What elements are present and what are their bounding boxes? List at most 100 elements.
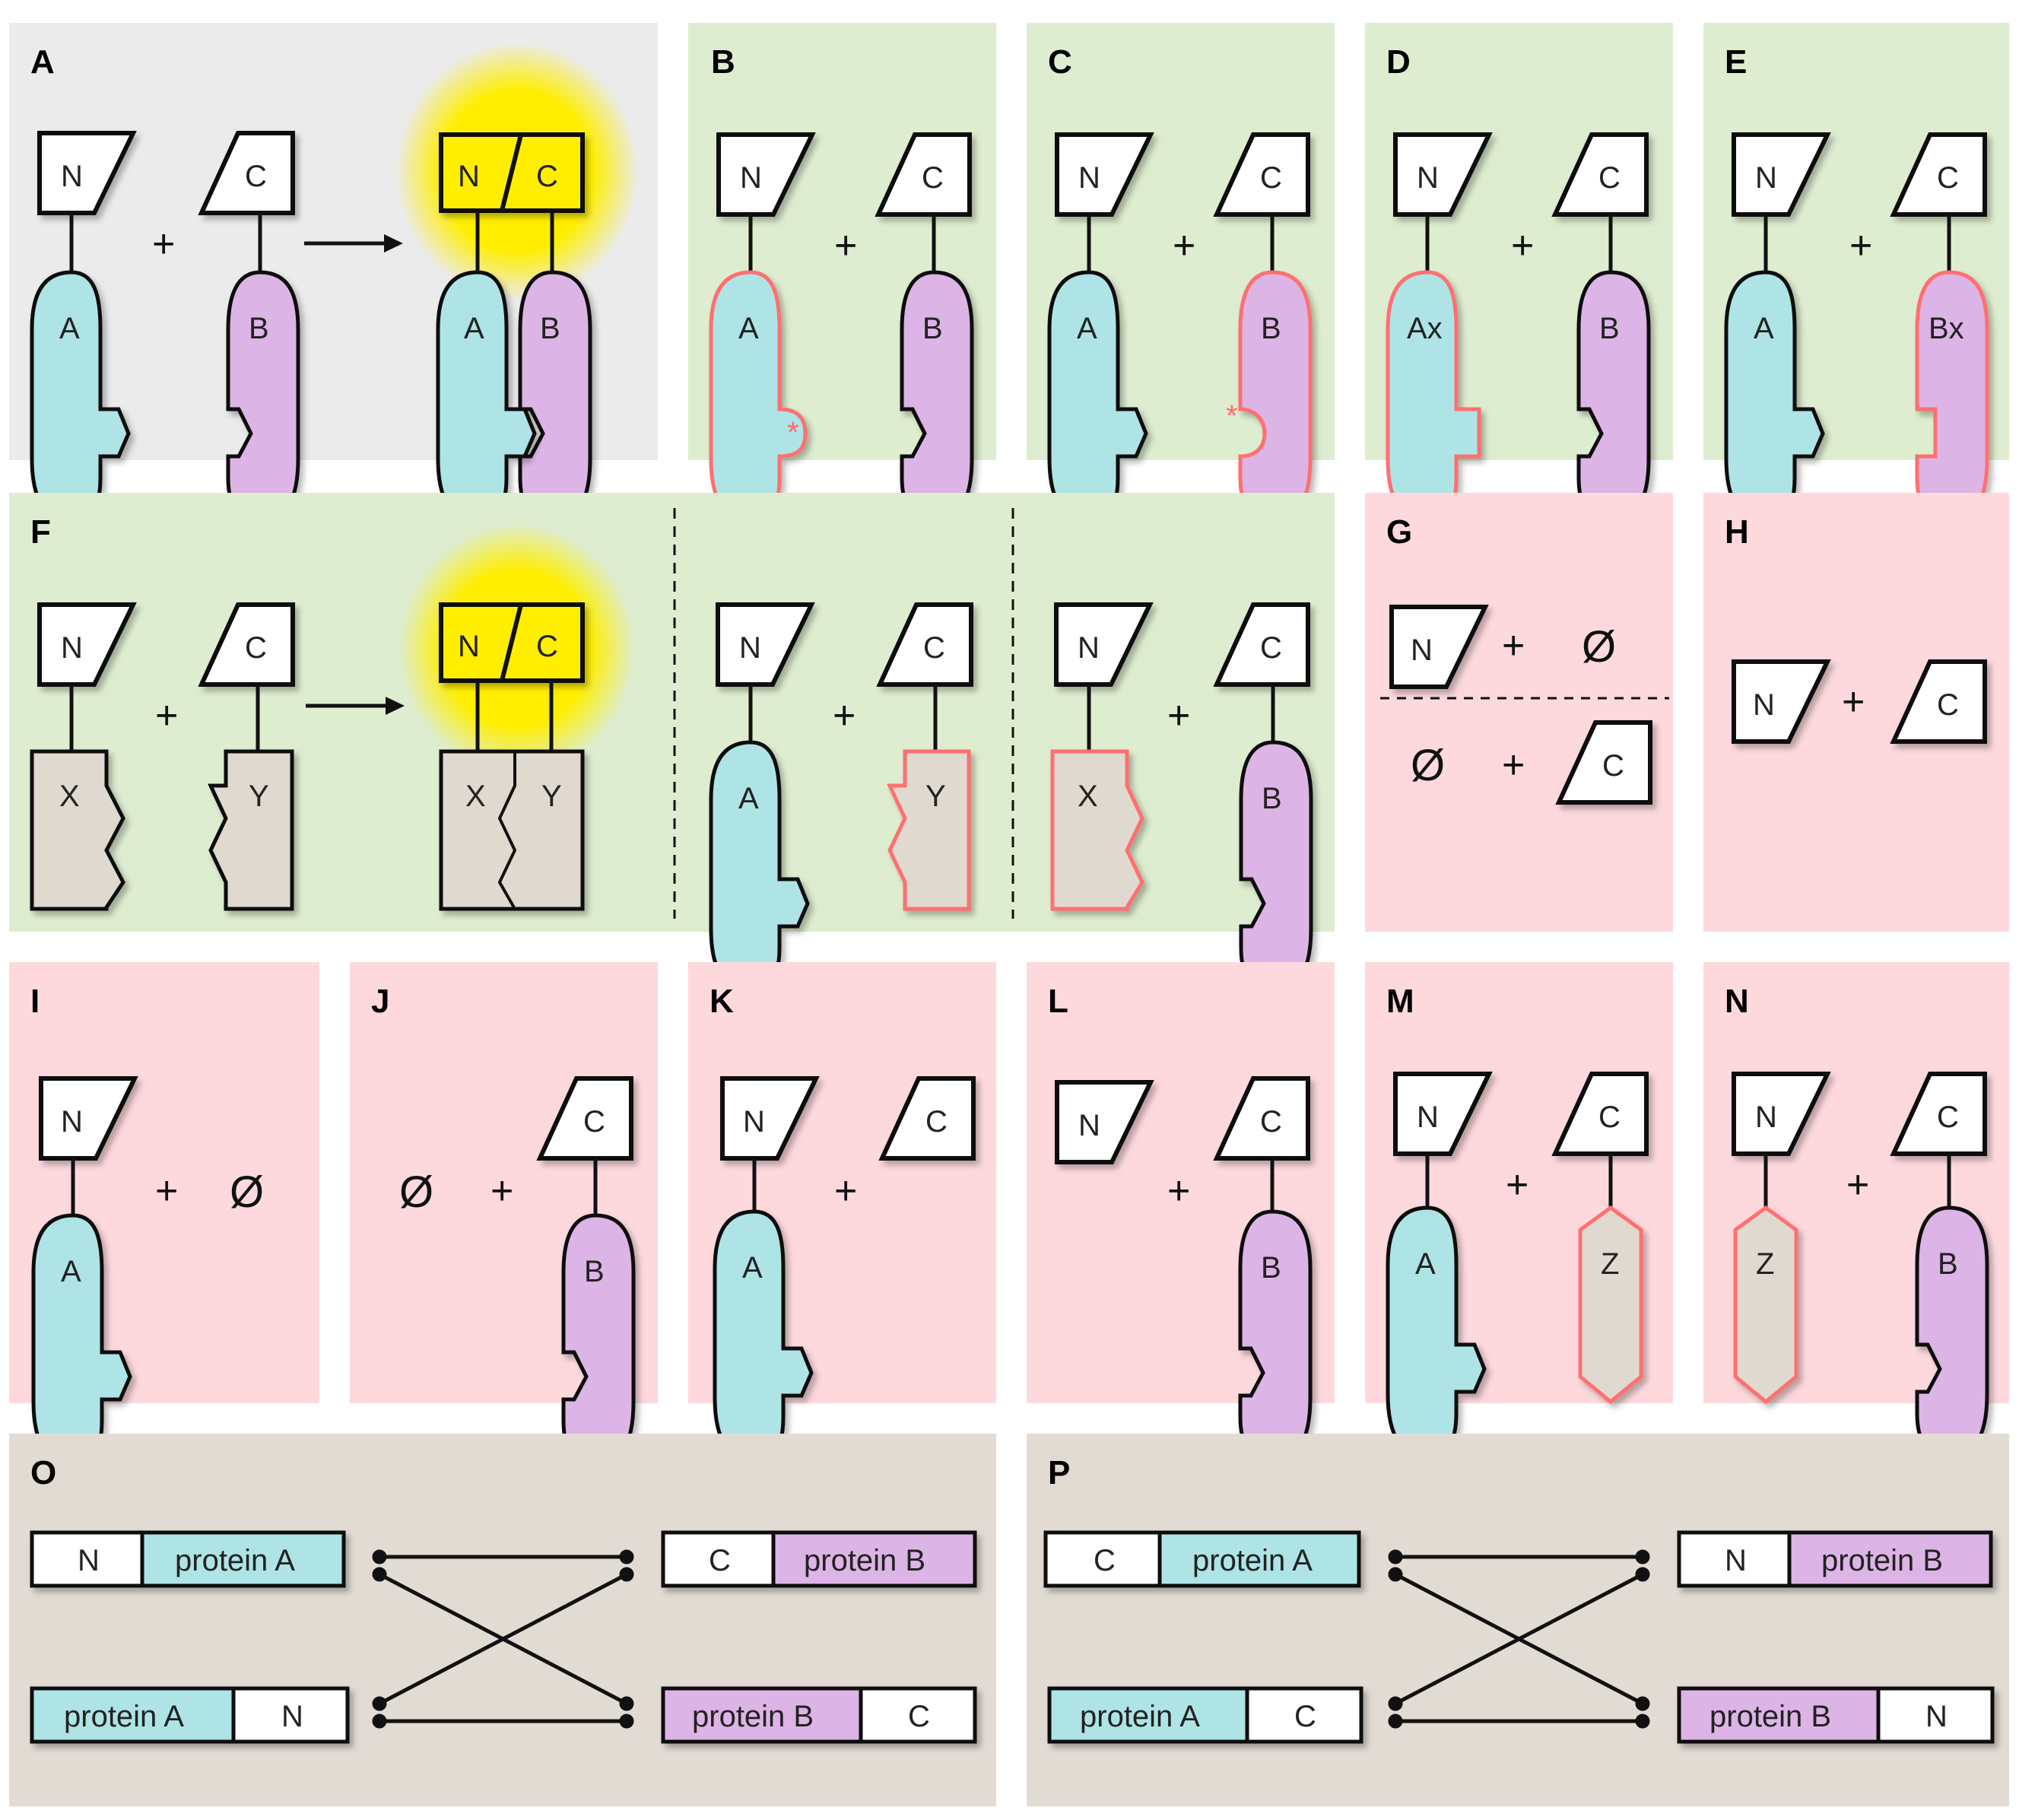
plus-icon: +: [1502, 624, 1525, 668]
null-symbol-icon: Ø: [230, 1167, 264, 1217]
panel-c: C N A + C B *: [1027, 23, 1335, 522]
unrelated-protein-z: [1733, 1205, 1798, 1405]
protein-b: [902, 272, 972, 522]
svg-text:N: N: [1078, 1109, 1100, 1142]
unrelated-protein-y: [887, 749, 971, 911]
panel-label: I: [30, 983, 40, 1020]
svg-text:X: X: [465, 780, 486, 813]
svg-text:protein B: protein B: [804, 1544, 925, 1577]
protein-b: [228, 272, 298, 522]
plus-icon: +: [155, 1169, 178, 1213]
svg-text:protein A: protein A: [64, 1700, 184, 1733]
svg-text:protein A: protein A: [1080, 1700, 1200, 1733]
svg-text:X: X: [59, 780, 80, 813]
plus-icon: +: [490, 1169, 513, 1213]
fusion-construct: [1043, 1530, 1361, 1588]
plus-icon: +: [834, 224, 857, 268]
svg-text:C: C: [583, 1105, 605, 1139]
svg-text:N: N: [1417, 161, 1439, 195]
unrelated-protein-x: [30, 749, 125, 911]
unrelated-protein-z: [1578, 1205, 1643, 1405]
panel-f: F N X + C Y N C X Y: [9, 493, 1335, 992]
svg-text:N: N: [61, 631, 83, 665]
svg-text:C: C: [925, 1105, 948, 1139]
svg-text:A: A: [1754, 312, 1774, 345]
protein-b: [1241, 742, 1311, 992]
pairing-connectors: [1388, 1549, 1650, 1729]
plus-icon: +: [1506, 1163, 1529, 1207]
svg-text:X: X: [1078, 780, 1098, 813]
plus-icon: +: [152, 222, 175, 266]
svg-text:C: C: [1602, 749, 1624, 783]
fusion-construct: [661, 1686, 977, 1744]
svg-text:Y: Y: [541, 780, 562, 813]
panel-label: G: [1386, 513, 1412, 551]
protein-b: [563, 1215, 633, 1465]
fusion-construct: [1047, 1686, 1363, 1744]
svg-text:protein B: protein B: [1821, 1544, 1943, 1577]
plus-icon: +: [155, 694, 178, 738]
panel-label: K: [710, 983, 734, 1020]
svg-text:B: B: [922, 312, 943, 345]
svg-text:C: C: [908, 1700, 930, 1733]
svg-text:A: A: [1077, 312, 1097, 345]
svg-text:B: B: [1262, 782, 1282, 815]
mutant-protein-b: [1240, 272, 1310, 522]
svg-text:C: C: [1598, 1101, 1621, 1134]
null-symbol-icon: Ø: [399, 1167, 433, 1217]
panel-g: G N + Ø Ø + C: [1365, 493, 1673, 932]
null-symbol-icon: Ø: [1582, 622, 1616, 672]
panel-d: D N Ax + C B: [1365, 23, 1673, 522]
svg-text:N: N: [458, 160, 480, 193]
panel-label: D: [1386, 43, 1411, 81]
svg-text:C: C: [1094, 1544, 1116, 1577]
svg-text:N: N: [61, 1105, 83, 1139]
svg-text:C: C: [1598, 161, 1621, 195]
svg-text:N: N: [743, 1105, 765, 1139]
panel-b: B N A + * C B: [688, 23, 996, 522]
svg-text:N: N: [1417, 1101, 1439, 1134]
svg-text:N: N: [739, 631, 761, 665]
svg-text:A: A: [1415, 1247, 1436, 1281]
reconstituted-complex: N C X Y: [439, 602, 585, 911]
fusion-construct: [1677, 1686, 1995, 1744]
svg-text:C: C: [245, 631, 267, 665]
fusion-construct: [1677, 1530, 1993, 1588]
panel-k: K N A + C: [688, 962, 996, 1461]
svg-text:C: C: [1937, 688, 1959, 722]
svg-text:C: C: [1260, 631, 1282, 665]
svg-text:protein B: protein B: [1709, 1700, 1831, 1733]
svg-text:N: N: [740, 161, 762, 195]
panel-label: O: [30, 1454, 56, 1491]
svg-text:B: B: [1938, 1247, 1958, 1281]
arrow-right-icon: [306, 697, 405, 715]
svg-text:protein A: protein A: [1192, 1544, 1313, 1577]
plus-icon: +: [1511, 224, 1534, 268]
svg-text:N: N: [1411, 634, 1433, 667]
svg-text:N: N: [61, 160, 83, 193]
svg-text:C: C: [1260, 161, 1282, 195]
svg-text:C: C: [709, 1544, 731, 1577]
pairing-connectors: [372, 1549, 634, 1729]
svg-text:C: C: [536, 160, 558, 193]
svg-text:Y: Y: [925, 780, 946, 813]
fusion-construct: [661, 1530, 977, 1588]
arrow-right-icon: [304, 234, 403, 253]
svg-text:N: N: [1753, 688, 1775, 722]
plus-icon: +: [1842, 680, 1865, 724]
svg-text:Z: Z: [1756, 1247, 1774, 1281]
panel-h: H N + C: [1703, 493, 2009, 932]
svg-text:B: B: [249, 312, 269, 345]
plus-icon: +: [1167, 694, 1190, 738]
svg-text:C: C: [1937, 1101, 1959, 1134]
panel-m: M N A + C Z: [1365, 962, 1673, 1457]
panel-label: N: [1725, 983, 1749, 1020]
svg-text:A: A: [738, 312, 759, 345]
svg-text:Z: Z: [1601, 1247, 1619, 1281]
panel-label: A: [30, 43, 55, 81]
panel-i: I N A + Ø: [9, 962, 319, 1465]
svg-text:N: N: [1078, 161, 1100, 195]
protein-b: [1917, 1208, 1987, 1457]
svg-text:B: B: [1599, 312, 1620, 345]
svg-text:N: N: [78, 1544, 100, 1577]
